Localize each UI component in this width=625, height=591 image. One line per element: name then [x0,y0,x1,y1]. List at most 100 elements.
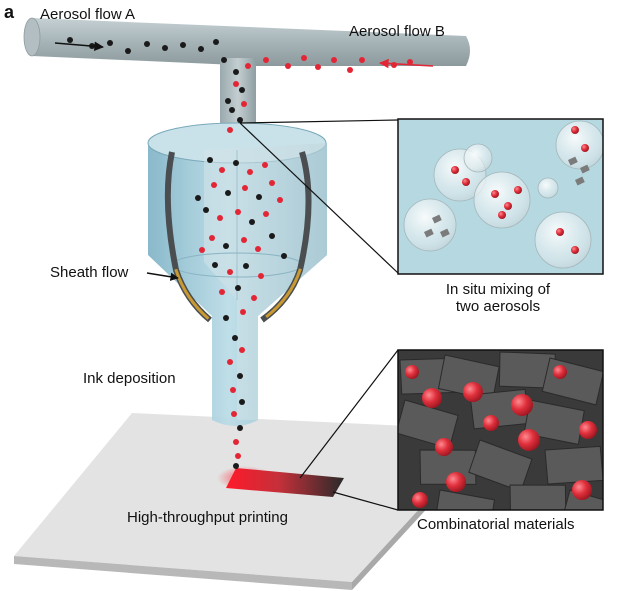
printed-gradient-stripe [217,466,344,497]
red-nanoparticle [556,228,564,236]
particle-a [235,285,241,291]
red-nanoparticle [435,438,453,456]
particle-b [231,411,237,417]
aerosol-b-arrow [379,58,434,69]
red-nanoparticle [412,492,428,508]
particle-b [277,197,283,203]
particle-a [107,40,113,46]
red-nanoparticle [446,472,466,492]
red-nanoparticle [514,186,522,194]
flake-particle [432,214,442,224]
particle-b [211,182,217,188]
particle-a [249,219,255,225]
sheath-flow-channels [164,151,312,323]
particle-a [225,98,231,104]
particle-b [245,63,251,69]
particle-b [235,209,241,215]
particle-a [225,190,231,196]
particle-a [125,48,131,54]
combinatorial-materials-label: Combinatorial materials [417,516,575,533]
particle-a [239,399,245,405]
aerosol-a-label: Aerosol flow A [40,6,136,23]
particle-b [241,101,247,107]
particle-a [221,57,227,63]
particle-b [255,246,261,252]
aerosol-b-label: Aerosol flow B [349,23,445,40]
particle-b [219,167,225,173]
ink-deposition-label: Ink deposition [83,370,176,387]
particle-a [223,315,229,321]
particle-a [243,263,249,269]
particle-b [301,55,307,61]
particle-b [233,81,239,87]
particle-a [67,37,73,43]
red-nanoparticle [572,480,592,500]
red-nanoparticle [579,421,597,439]
particle-b [235,453,241,459]
particle-b [269,180,275,186]
particle-b [263,57,269,63]
red-nanoparticle [491,190,499,198]
particle-a [213,39,219,45]
particle-b [209,235,215,241]
red-nanoparticle [451,166,459,174]
particle-a [233,463,239,469]
particle-b [227,359,233,365]
particle-a [237,425,243,431]
inset-insitu-mixing [398,119,603,274]
aerosol-particles [67,37,413,469]
particle-a [162,45,168,51]
particle-a [239,87,245,93]
particle-a [237,117,243,123]
droplet [403,198,457,252]
particle-b [219,289,225,295]
particle-a [144,41,150,47]
particle-b [251,295,257,301]
particle-b [331,57,337,63]
sheath-flow-arrow [146,272,179,281]
particle-b [285,63,291,69]
flake-particle [568,156,578,166]
insitu-mixing-label-line1: In situ mixing of [445,281,551,298]
red-nanoparticle [571,246,579,254]
particle-a [269,233,275,239]
particle-b [359,57,365,63]
red-nanoparticle [422,388,442,408]
red-nanoparticle [553,365,567,379]
particle-a [195,195,201,201]
particle-a [233,69,239,75]
particle-b [315,64,321,70]
insitu-mixing-label-line2: two aerosols [455,298,541,315]
particle-b [241,237,247,243]
particle-a [256,194,262,200]
particle-a [223,243,229,249]
droplet [555,120,603,170]
layered-flake [560,489,603,510]
red-nanoparticle [405,365,419,379]
red-nanoparticle [504,202,512,210]
red-nanoparticle [463,382,483,402]
particle-a [212,262,218,268]
layered-flake [509,484,567,510]
particle-b [227,127,233,133]
high-throughput-label: High-throughput printing [127,509,288,526]
particle-b [263,211,269,217]
red-nanoparticle [498,211,506,219]
flake-particle [424,228,434,238]
droplet [534,211,592,269]
red-nanoparticle [483,415,499,431]
particle-a [229,107,235,113]
flake-particle [574,176,585,186]
nozzle-body [147,122,327,426]
particle-a [237,373,243,379]
particle-a [281,253,287,259]
red-nanoparticle [571,126,579,134]
particle-b [242,185,248,191]
particle-b [262,162,268,168]
inset-combinatorial-frame [397,349,604,511]
particle-b [217,215,223,221]
red-nanoparticle [511,394,533,416]
droplet [537,177,559,199]
droplet [473,171,531,229]
